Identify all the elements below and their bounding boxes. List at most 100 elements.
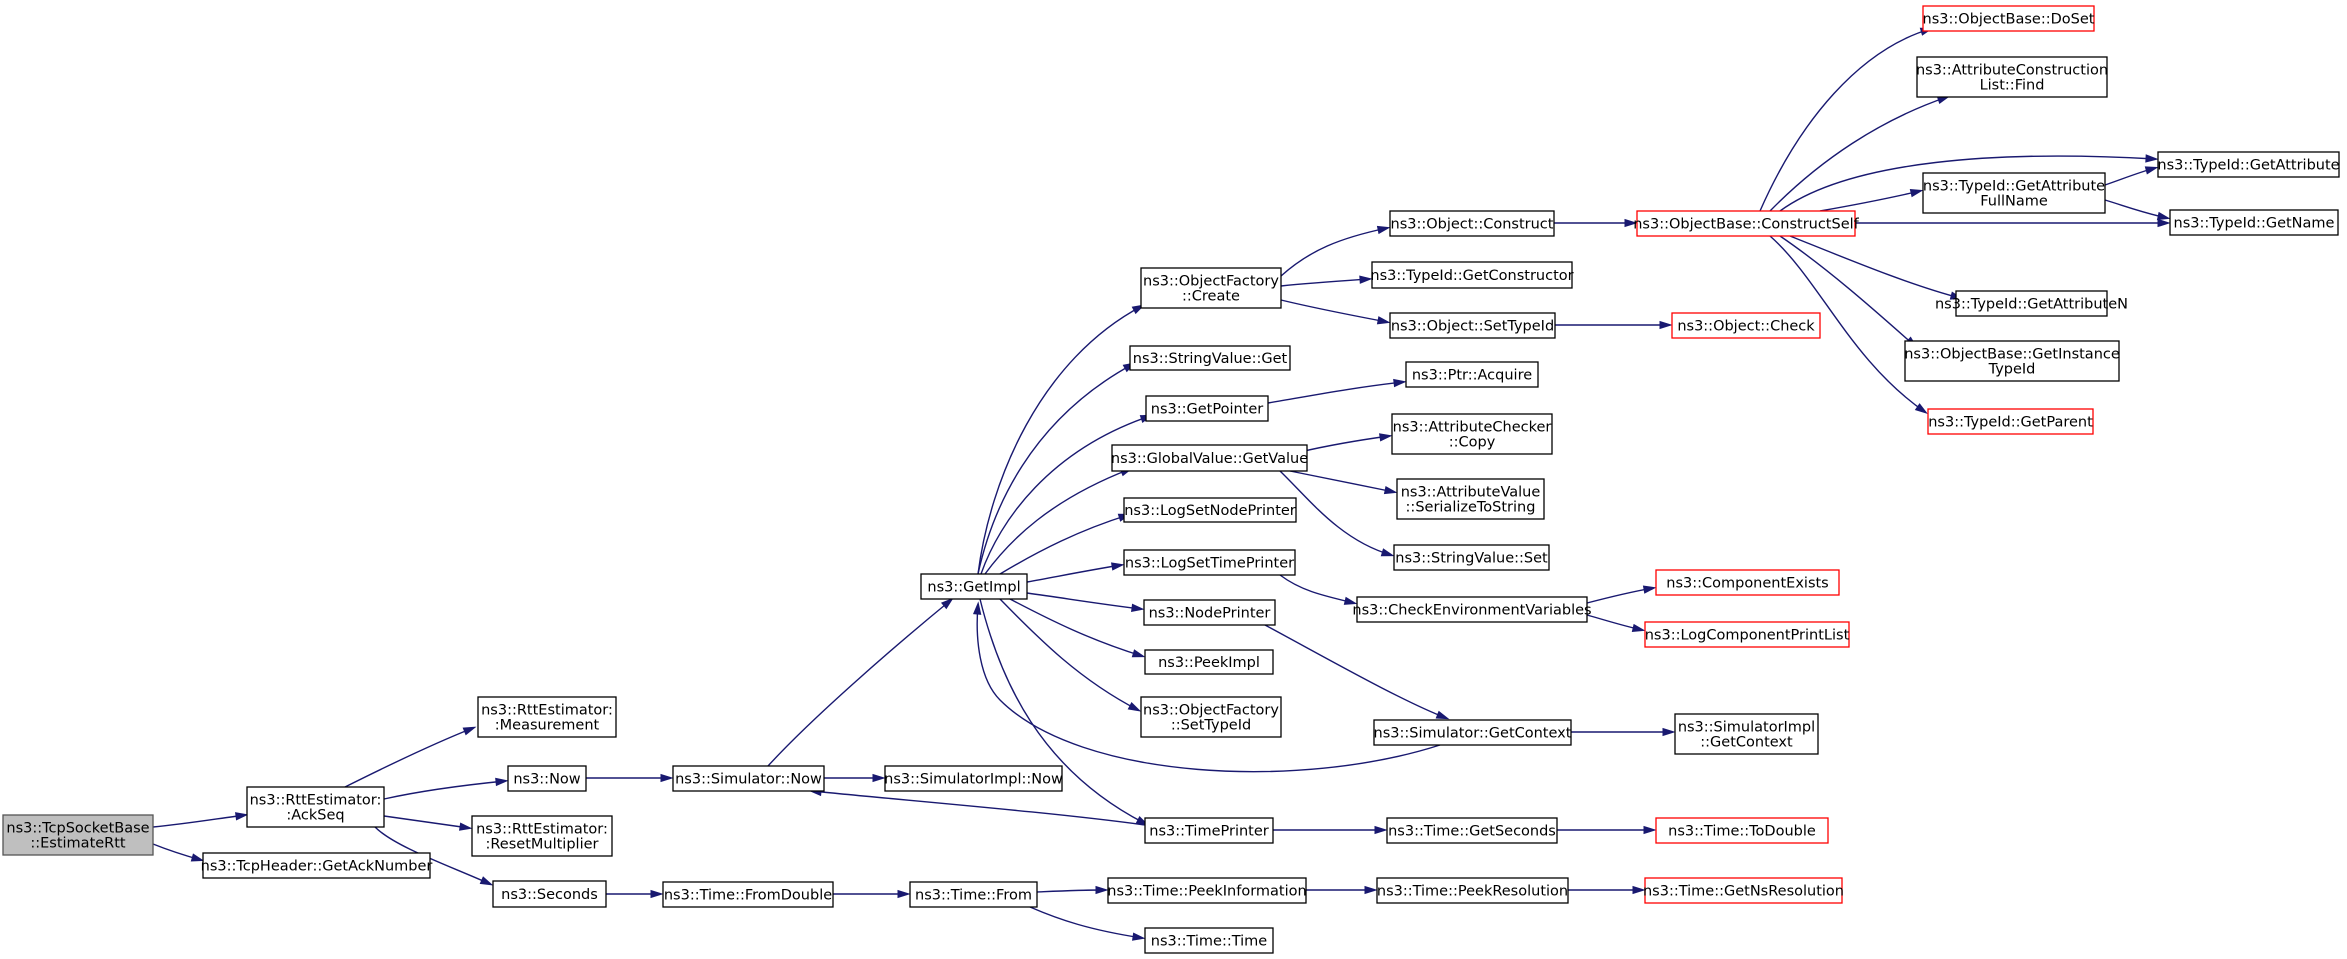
node-label: TypeId	[1988, 362, 2036, 378]
node-objconstruct[interactable]: ns3::Object::Construct	[1389, 210, 1555, 237]
arrowhead-icon	[1376, 225, 1391, 235]
node-label: ns3::CheckEnvironmentVariables	[1352, 603, 1591, 619]
node-label: ns3::AttributeChecker	[1393, 420, 1552, 436]
node-box	[1904, 340, 2120, 382]
node-getpointer[interactable]: ns3::GetPointer	[1145, 395, 1269, 422]
node-tidgetattrn[interactable]: ns3::TypeId::GetAttributeN	[1935, 290, 2128, 317]
node-simimplnow[interactable]: ns3::SimulatorImpl::Now	[884, 765, 1063, 792]
node-box	[1922, 172, 2106, 214]
node-meas[interactable]: ns3::RttEstimator::Measurement	[477, 696, 617, 738]
node-peekimpl[interactable]: ns3::PeekImpl	[1144, 649, 1274, 675]
arrowhead-icon	[1359, 275, 1373, 284]
arrowhead-icon	[1643, 825, 1657, 835]
node-simimplgetctx[interactable]: ns3::SimulatorImpl::GetContext	[1674, 713, 1819, 755]
node-nodeprinter[interactable]: ns3::NodePrinter	[1143, 599, 1276, 626]
node-obconstructself[interactable]: ns3::ObjectBase::ConstructSelf	[1633, 210, 1860, 237]
node-simgetctx[interactable]: ns3::Simulator::GetContext	[1373, 719, 1572, 746]
node-label: ns3::LogComponentPrintList	[1645, 628, 1850, 644]
node-acheckcopy[interactable]: ns3::AttributeChecker::Copy	[1391, 413, 1553, 455]
node-objsettypeid[interactable]: ns3::Object::SetTypeId	[1389, 312, 1556, 339]
arrowhead-icon	[1343, 596, 1358, 605]
node-logcompprint[interactable]: ns3::LogComponentPrintList	[1644, 621, 1850, 648]
node-peekinfo[interactable]: ns3::Time::PeekInformation	[1107, 877, 1307, 904]
edge-line	[1779, 235, 1916, 347]
arrowhead-icon	[2144, 166, 2159, 175]
arrowhead-icon	[2157, 218, 2171, 228]
call-edge-gvgetvalue-to-svset	[1279, 470, 1395, 557]
node-box	[1927, 408, 2094, 435]
node-box	[1389, 312, 1556, 339]
edge-line	[1769, 235, 1926, 413]
node-svset[interactable]: ns3::StringValue::Set	[1393, 544, 1550, 571]
call-edge-objsettypeid-to-objcheck	[1554, 320, 1673, 330]
node-logsettime[interactable]: ns3::LogSetTimePrinter	[1123, 549, 1296, 576]
node-box	[1655, 817, 1829, 844]
node-label: ns3::Time::PeekInformation	[1107, 884, 1306, 900]
node-box	[1644, 621, 1850, 648]
node-label: ns3::AttributeConstruction	[1916, 63, 2108, 79]
node-ofcreate[interactable]: ns3::ObjectFactory::Create	[1140, 267, 1282, 309]
node-svget[interactable]: ns3::StringValue::Get	[1129, 345, 1291, 371]
node-tidgetname[interactable]: ns3::TypeId::GetName	[2169, 209, 2339, 236]
node-label: FullName	[1980, 194, 2048, 210]
node-timegetsec[interactable]: ns3::Time::GetSeconds	[1386, 817, 1558, 844]
edge-line	[1026, 564, 1122, 583]
node-getimpl[interactable]: ns3::GetImpl	[920, 573, 1028, 600]
call-edge-obconstructself-to-tidgetattr	[1779, 154, 2159, 212]
node-peekres[interactable]: ns3::Time::PeekResolution	[1376, 877, 1569, 904]
node-tidgetattr[interactable]: ns3::TypeId::GetAttribute	[2157, 151, 2340, 178]
call-edge-timefrom-to-peekinfo	[1036, 885, 1109, 895]
arrowhead-icon	[459, 822, 473, 831]
node-label: :AckSeq	[286, 808, 344, 824]
node-label: ::SetTypeId	[1171, 718, 1251, 734]
node-todouble[interactable]: ns3::Time::ToDouble	[1655, 817, 1829, 844]
call-edge-objconstruct-to-obconstructself	[1553, 218, 1638, 228]
node-ofsettypeid[interactable]: ns3::ObjectFactory::SetTypeId	[1140, 696, 1282, 738]
node-tidgetparent[interactable]: ns3::TypeId::GetParent	[1927, 408, 2094, 435]
call-edge-logsettime-to-checkenv	[1279, 574, 1358, 605]
node-box	[1391, 413, 1553, 455]
node-objcheck[interactable]: ns3::Object::Check	[1671, 312, 1821, 339]
call-edge-timefrom-to-timetime	[1029, 906, 1146, 941]
node-avserialize[interactable]: ns3::AttributeValue::SerializeToString	[1396, 478, 1545, 520]
edge-line	[1759, 28, 1931, 212]
node-fromdouble[interactable]: ns3::Time::FromDouble	[662, 881, 834, 908]
node-seconds[interactable]: ns3::Seconds	[492, 880, 607, 908]
node-resetmul[interactable]: ns3::RttEstimator::ResetMultiplier	[471, 815, 613, 857]
node-obdoset[interactable]: ns3::ObjectBase::DoSet	[1922, 5, 2095, 32]
edge-line	[977, 363, 1134, 575]
node-ackseq[interactable]: ns3::RttEstimator::AckSeq	[246, 786, 385, 828]
call-edge-fromdouble-to-timefrom	[833, 889, 911, 899]
edge-line	[811, 790, 1146, 826]
node-label: ns3::ObjectFactory	[1143, 703, 1279, 719]
node-tidgetctor[interactable]: ns3::TypeId::GetConstructor	[1370, 261, 1574, 289]
call-edge-ackseq-to-meas	[344, 726, 477, 788]
node-logsetnode[interactable]: ns3::LogSetNodePrinter	[1123, 497, 1297, 523]
node-now[interactable]: ns3::Now	[507, 765, 587, 792]
node-timeprinter[interactable]: ns3::TimePrinter	[1144, 817, 1274, 844]
call-edge-obconstructself-to-tidgetparent	[1769, 235, 1928, 415]
node-getnsres[interactable]: ns3::Time::GetNsResolution	[1643, 877, 1844, 904]
edge-line	[1264, 624, 1447, 719]
call-edge-obconstructself-to-tidgetname	[1855, 218, 2171, 228]
node-ptracquire[interactable]: ns3::Ptr::Acquire	[1405, 361, 1539, 388]
node-checkenv[interactable]: ns3::CheckEnvironmentVariables	[1352, 596, 1592, 623]
arrowhead-icon	[2156, 211, 2171, 221]
node-timetime[interactable]: ns3::Time::Time	[1144, 927, 1274, 954]
call-edge-peekinfo-to-peekres	[1306, 885, 1378, 895]
call-edge-getimpl-to-ofsettypeid	[999, 598, 1142, 712]
node-tcphdr[interactable]: ns3::TcpHeader::GetAckNumber	[201, 852, 433, 879]
node-label: ns3::Time::FromDouble	[664, 888, 832, 904]
edge-line	[1289, 470, 1395, 493]
node-timefrom[interactable]: ns3::Time::From	[909, 881, 1038, 908]
arrowhead-icon	[1383, 486, 1398, 495]
edge-line	[984, 468, 1131, 575]
node-compexists[interactable]: ns3::ComponentExists	[1655, 569, 1840, 596]
node-root[interactable]: ns3::TcpSocketBase::EstimateRtt	[2, 814, 154, 856]
node-label: ns3::Simulator::GetContext	[1374, 726, 1572, 742]
node-simnow[interactable]: ns3::Simulator::Now	[672, 765, 825, 792]
node-gvgetvalue[interactable]: ns3::GlobalValue::GetValue	[1111, 444, 1308, 472]
